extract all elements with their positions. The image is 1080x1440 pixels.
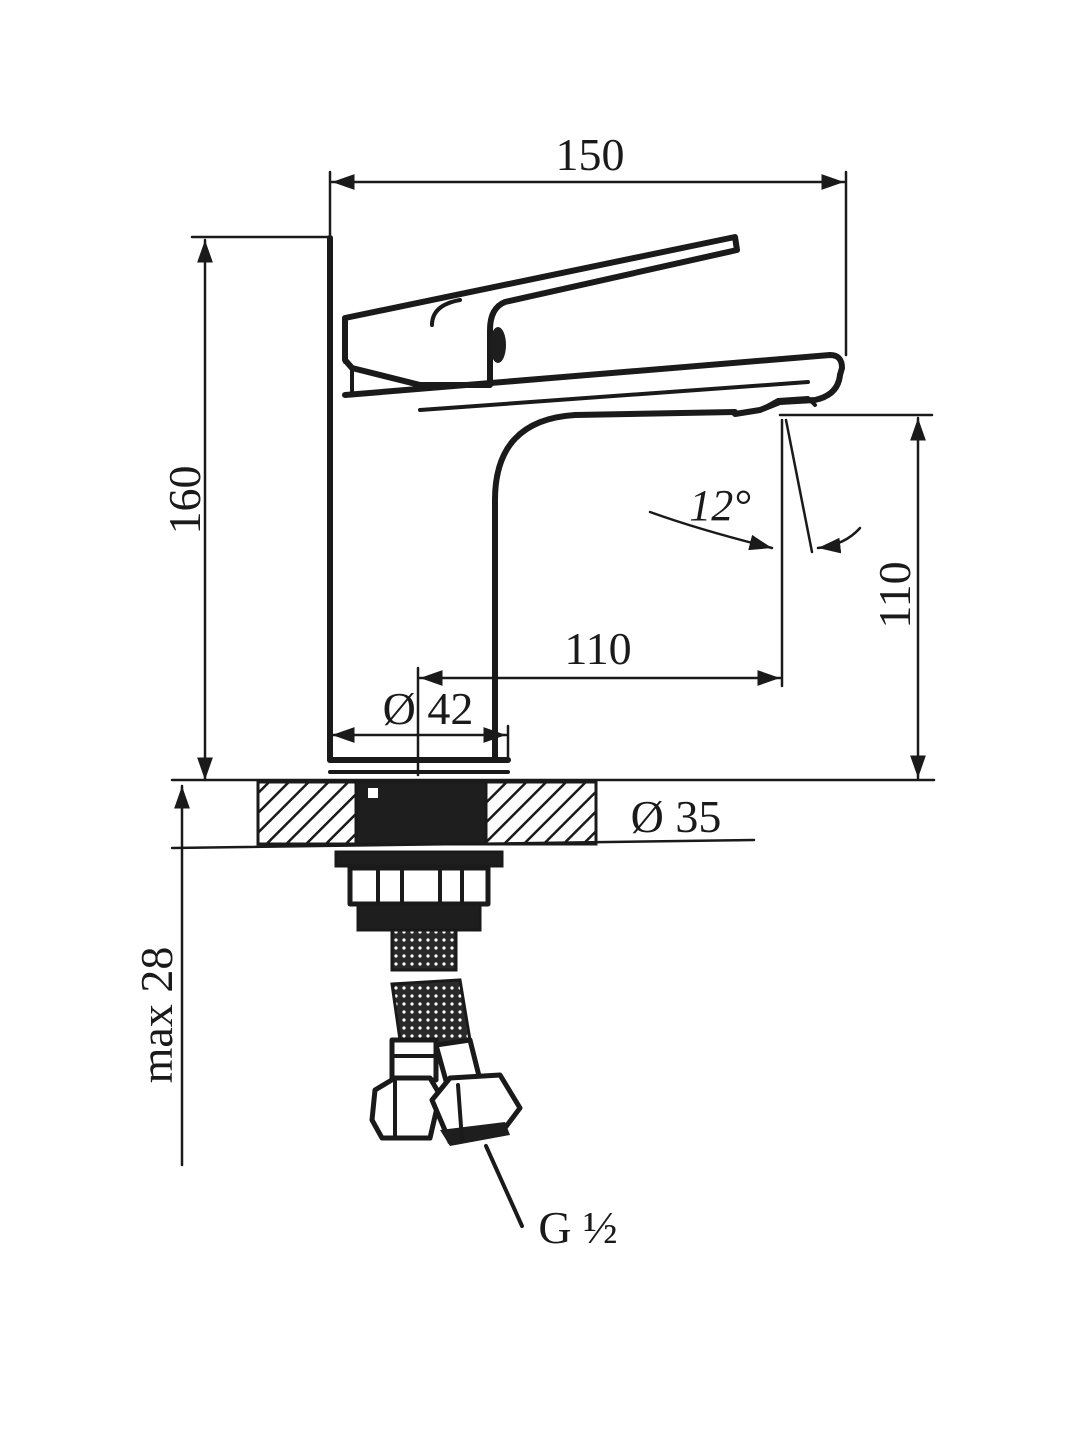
leader-connection-thread <box>484 1144 524 1228</box>
label-overall-width: 150 <box>556 129 625 180</box>
dimension-overall-width <box>328 170 848 357</box>
dimension-hole-diameter <box>170 778 936 850</box>
countertop-section <box>256 780 598 846</box>
label-hole-diameter: Ø 35 <box>631 791 722 842</box>
dimension-spout-angle <box>648 418 862 554</box>
dimension-overall-height <box>190 235 332 782</box>
label-spout-reach: 110 <box>564 623 631 674</box>
supply-hoses <box>369 928 523 1146</box>
label-max-deck-thickness: max 28 <box>131 947 182 1084</box>
label-spout-angle: 12° <box>689 481 751 530</box>
label-base-diameter: Ø 42 <box>383 683 474 734</box>
lever-handle <box>342 234 740 394</box>
label-spout-height: 110 <box>869 561 920 628</box>
mounting-hardware <box>334 850 504 932</box>
label-connection-thread: G ½ <box>538 1202 617 1253</box>
dimension-spout-height <box>778 413 934 780</box>
dimension-spout-reach <box>416 418 784 777</box>
label-overall-height: 160 <box>159 466 210 535</box>
faucet-body <box>327 235 845 774</box>
dimension-base-diameter <box>330 724 510 762</box>
